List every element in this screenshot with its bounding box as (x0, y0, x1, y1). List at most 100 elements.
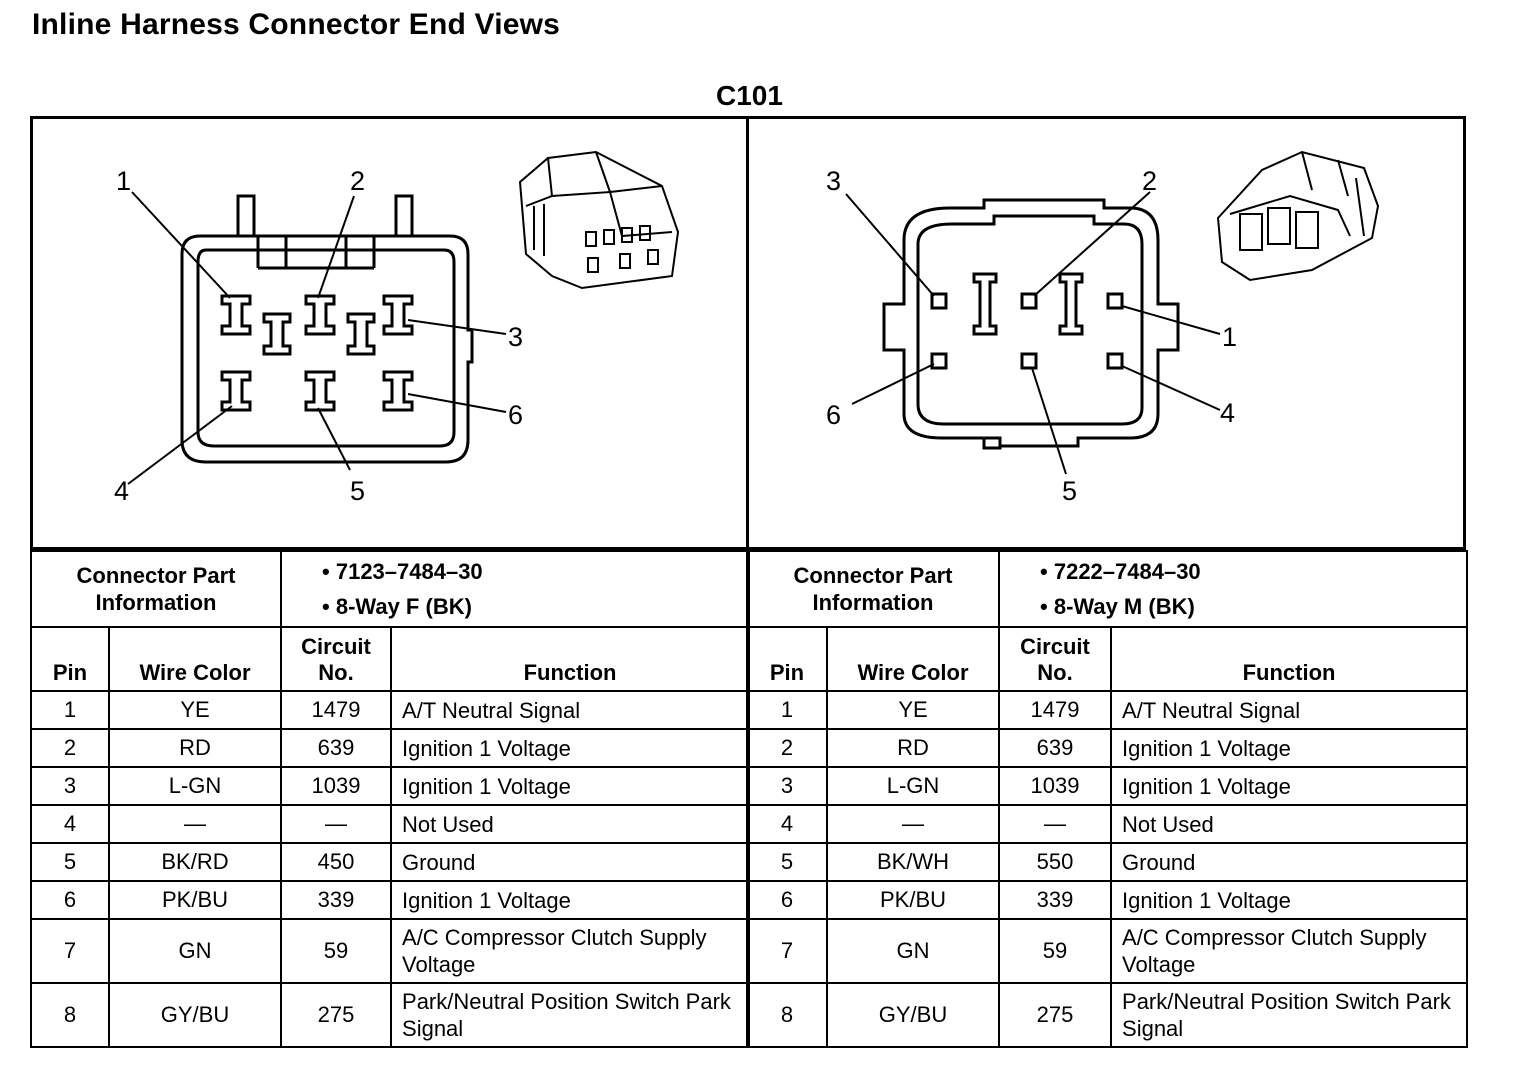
part-number: 7123–7484–30 (335, 559, 483, 584)
function-cell: Not Used (390, 804, 751, 844)
wire-cell: GY/BU (107, 982, 283, 1048)
part-info-values: • 7222–7484–30 • 8-Way M (BK) (998, 550, 1469, 628)
wire-cell: BK/WH (825, 842, 1001, 882)
function-cell: Ignition 1 Voltage (1110, 766, 1469, 806)
wire-cell: GN (825, 918, 1001, 984)
pin-label-1: 1 (1222, 322, 1237, 352)
wire-color-header: Wire Color (107, 626, 283, 692)
pin-label-6: 6 (826, 400, 841, 430)
function-cell: Park/Neutral Position Switch Park Signal (390, 982, 751, 1048)
header-row: Pin Wire Color Circuit No. Function (746, 626, 1469, 692)
function-cell: A/C Compressor Clutch Supply Voltage (1110, 918, 1469, 984)
pin-cell: 4 (30, 804, 110, 844)
wire-cell: — (825, 804, 1001, 844)
function-header: Function (1110, 626, 1469, 692)
part-info-row: Connector Part Information • 7123–7484–3… (29, 550, 751, 628)
circuit-cell: 339 (998, 880, 1113, 920)
pin-cell: 8 (30, 982, 110, 1048)
pin-cell: 7 (30, 918, 110, 984)
male-connector-face (882, 198, 1180, 450)
left-pinout-table: Connector Part Information • 7123–7484–3… (29, 550, 751, 1048)
pin-cell: 3 (30, 766, 110, 806)
pin-label-3: 3 (508, 322, 523, 352)
function-header: Function (390, 626, 751, 692)
right-pin-labels: 1 2 3 4 5 6 (826, 166, 1237, 506)
pin-cell: 2 (30, 728, 110, 768)
table-row: 4——Not Used (746, 804, 1469, 844)
function-cell: Ignition 1 Voltage (1110, 728, 1469, 768)
pin-cell: 5 (746, 842, 828, 882)
part-number: 7222–7484–30 (1053, 559, 1201, 584)
circuit-cell: — (998, 804, 1113, 844)
function-cell: Ignition 1 Voltage (390, 880, 751, 920)
wire-cell: RD (825, 728, 1001, 768)
circuit-cell: 639 (998, 728, 1113, 768)
wire-cell: L-GN (107, 766, 283, 806)
wire-cell: YE (825, 690, 1001, 730)
pin-header: Pin (30, 626, 110, 692)
circuit-cell: — (280, 804, 393, 844)
pin-cell: 6 (746, 880, 828, 920)
pin-label-6: 6 (508, 400, 523, 430)
function-cell: Ignition 1 Voltage (1110, 880, 1469, 920)
circuit-cell: 339 (280, 880, 393, 920)
part-info-label: Connector Part Information (29, 550, 283, 628)
function-cell: Ignition 1 Voltage (390, 728, 751, 768)
circuit-cell: 275 (280, 982, 393, 1048)
part-info-row: Connector Part Information • 7222–7484–3… (745, 550, 1469, 628)
header-row: Pin Wire Color Circuit No. Function (30, 626, 751, 692)
page-title: Inline Harness Connector End Views (32, 8, 561, 41)
wire-cell: L-GN (825, 766, 1001, 806)
function-cell: Park/Neutral Position Switch Park Signal (1110, 982, 1469, 1048)
part-type: 8-Way M (BK) (1053, 594, 1195, 619)
pin-label-4: 4 (114, 476, 129, 506)
function-cell: Not Used (1110, 804, 1469, 844)
wire-cell: RD (107, 728, 283, 768)
function-cell: Ground (1110, 842, 1469, 882)
wire-cell: YE (107, 690, 283, 730)
wire-cell: GN (107, 918, 283, 984)
wire-cell: PK/BU (825, 880, 1001, 920)
pin-header: Pin (746, 626, 828, 692)
function-cell: A/T Neutral Signal (390, 690, 751, 730)
circuit-cell: 550 (998, 842, 1113, 882)
pin-cell: 5 (30, 842, 110, 882)
pin-label-3: 3 (826, 166, 841, 196)
pin-label-1: 1 (116, 166, 131, 196)
left-pin-labels: 1 2 3 4 5 6 (114, 166, 523, 506)
male-connector-iso-view (1216, 150, 1380, 282)
pin-label-2: 2 (350, 166, 365, 196)
circuit-cell: 275 (998, 982, 1113, 1048)
diagram-divider (746, 116, 749, 550)
circuit-cell: 59 (998, 918, 1113, 984)
circuit-cell: 59 (280, 918, 393, 984)
circuit-header: Circuit No. (998, 626, 1113, 692)
right-pinout-table: Connector Part Information • 7222–7484–3… (745, 550, 1469, 1048)
circuit-cell: 450 (280, 842, 393, 882)
wire-cell: GY/BU (825, 982, 1001, 1048)
connector-id: C101 (716, 80, 783, 111)
function-cell: A/T Neutral Signal (1110, 690, 1469, 730)
part-info-values: • 7123–7484–30 • 8-Way F (BK) (280, 550, 751, 628)
table-row: 4——Not Used (30, 804, 751, 844)
pin-label-2: 2 (1142, 166, 1157, 196)
circuit-cell: 1479 (998, 690, 1113, 730)
part-type: 8-Way F (BK) (335, 594, 472, 619)
female-terminals (220, 294, 414, 412)
function-cell: Ignition 1 Voltage (390, 766, 751, 806)
female-connector-face (180, 194, 474, 464)
pin-cell: 6 (30, 880, 110, 920)
pin-cell: 1 (30, 690, 110, 730)
female-connector-iso-view (518, 150, 680, 290)
